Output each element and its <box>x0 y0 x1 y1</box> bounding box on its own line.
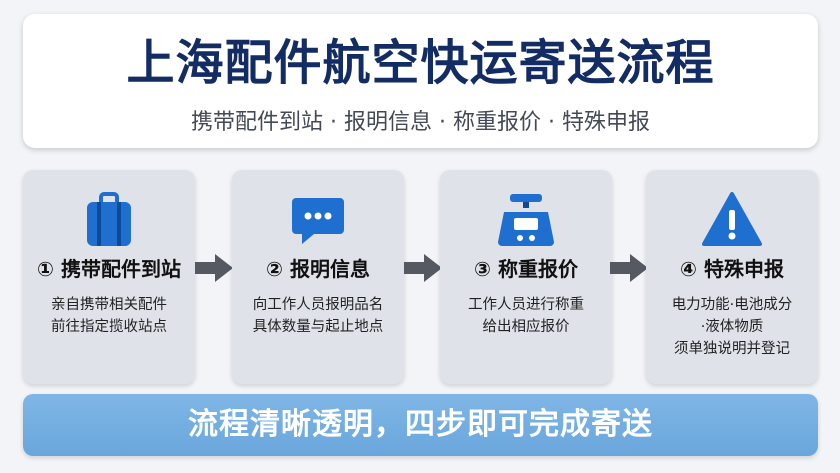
step-title: ① 携带配件到站 <box>37 257 181 281</box>
summary-banner: 流程清晰透明，四步即可完成寄送 <box>23 394 818 456</box>
step-title: ② 报明信息 <box>266 257 370 281</box>
arrow-right-icon <box>195 254 233 282</box>
step-description: 工作人员进行称重 给出相应报价 <box>468 297 584 335</box>
page-subtitle: 携带配件到站 · 报明信息 · 称重报价 · 特殊申报 <box>191 110 650 135</box>
step-card-2: ② 报明信息 向工作人员报明品名 具体数量与起止地点 <box>232 170 404 384</box>
scale-icon <box>498 194 554 246</box>
step-description: 向工作人员报明品名 具体数量与起止地点 <box>252 297 384 335</box>
banner-text: 流程清晰透明，四步即可完成寄送 <box>188 407 653 442</box>
step-card-3: ③ 称重报价 工作人员进行称重 给出相应报价 <box>440 170 612 384</box>
step-card-1: ① 携带配件到站 亲自携带相关配件 前往指定揽收站点 <box>23 170 195 384</box>
step-card-4: ④ 特殊申报 电力功能·电池成分 ·液体物质 须单独说明并登记 <box>646 170 818 384</box>
arrow-right-icon <box>404 254 442 282</box>
page-title: 上海配件航空快运寄送流程 <box>126 35 715 91</box>
arrow-right-icon <box>610 254 648 282</box>
header-card: 上海配件航空快运寄送流程 携带配件到站 · 报明信息 · 称重报价 · 特殊申报 <box>23 14 818 148</box>
step-title: ③ 称重报价 <box>474 257 578 281</box>
step-description: 电力功能·电池成分 ·液体物质 须单独说明并登记 <box>671 297 793 357</box>
chat-bubble-icon <box>292 198 344 244</box>
step-title: ④ 特殊申报 <box>680 257 784 281</box>
step-description: 亲自携带相关配件 前往指定揽收站点 <box>51 297 167 335</box>
suitcase-icon <box>87 192 131 246</box>
warning-icon <box>702 192 762 246</box>
